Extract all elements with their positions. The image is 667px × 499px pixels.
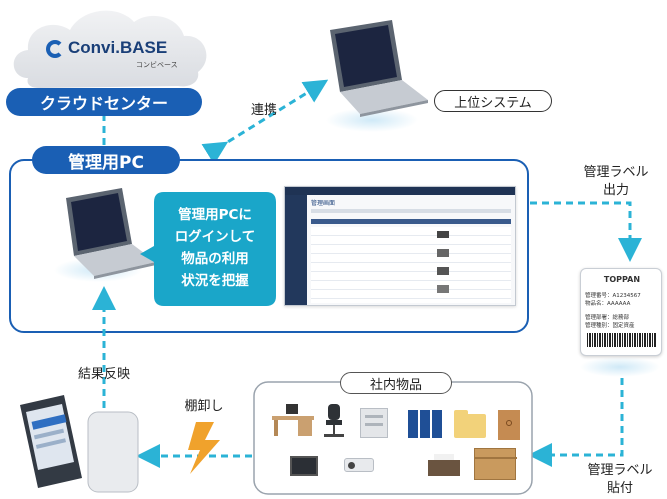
convibase-logo: Convi.BASE コンビベース bbox=[46, 36, 186, 72]
envelope-icon bbox=[498, 410, 520, 440]
label-output-line-2: 出力 bbox=[602, 182, 629, 198]
label-line-4: 管理種別：固定資産 bbox=[585, 323, 635, 329]
cloud-shape bbox=[13, 10, 207, 88]
tray-icon bbox=[428, 454, 460, 476]
desk-icon bbox=[272, 404, 314, 436]
binders-icon bbox=[408, 410, 442, 438]
stocktake-label: 棚卸し bbox=[184, 399, 224, 414]
stocktake-bolt-icon bbox=[188, 422, 220, 474]
callout-line-4: 状況を把握 bbox=[181, 273, 249, 289]
handheld-reader bbox=[20, 395, 139, 493]
management-screen: 管理画面 bbox=[284, 186, 516, 306]
label-line-3: 管理部署：総務部 bbox=[585, 315, 630, 321]
screen-table-rows bbox=[311, 227, 511, 303]
screen-thumb-3 bbox=[437, 267, 449, 275]
logo-mark-icon bbox=[46, 40, 64, 58]
callout-line-2: ログインして bbox=[174, 229, 256, 245]
laptop-admin-pc bbox=[66, 188, 156, 279]
screen-title: 管理画面 bbox=[311, 200, 336, 207]
label-barcode bbox=[587, 333, 657, 347]
label-line-2: 物品名：AAAAAA bbox=[585, 301, 631, 307]
screen-thumb-4 bbox=[437, 285, 449, 293]
label-attach-text: 管理ラベル 貼付 bbox=[582, 462, 658, 497]
label-output-line-1: 管理ラベル bbox=[583, 165, 649, 180]
screen-sidebar bbox=[285, 195, 307, 305]
connector-label-output bbox=[530, 201, 642, 262]
label-attach-line-2: 貼付 bbox=[606, 480, 633, 496]
tv-icon bbox=[290, 456, 318, 476]
screen-thumb-2 bbox=[437, 249, 449, 257]
screen-topbar bbox=[285, 187, 515, 195]
screen-toolbar bbox=[311, 209, 511, 213]
callout-line-3: 物品の利用 bbox=[181, 251, 249, 267]
connector-label-attach bbox=[528, 378, 624, 467]
result-label: 結果反映 bbox=[77, 367, 130, 382]
projector-icon bbox=[344, 458, 374, 472]
office-chair-icon bbox=[322, 404, 346, 438]
printer-icon bbox=[360, 408, 388, 438]
connector-link bbox=[201, 79, 329, 165]
link-label: 連携 bbox=[250, 103, 277, 118]
callout-bubble bbox=[140, 192, 276, 306]
folder-icon bbox=[454, 410, 486, 438]
management-label-card: TOPPAN 管理番号：A1234567 物品名：AAAAAA 管理部署：総務部… bbox=[580, 268, 662, 356]
admin-pc-node: 管理用PC bbox=[32, 146, 180, 174]
label-output-text: 管理ラベル 出力 bbox=[578, 164, 654, 199]
callout-text: 管理用PCに ログインして 物品の利用 状況を把握 bbox=[156, 204, 274, 292]
callout-line-1: 管理用PCに bbox=[178, 207, 252, 223]
label-brand: TOPPAN bbox=[603, 275, 641, 284]
label-line-1: 管理番号：A1234567 bbox=[585, 293, 641, 299]
inventory-node: 社内物品 bbox=[340, 372, 452, 394]
upper-system-node: 上位システム bbox=[434, 90, 552, 112]
screen-thumb-1 bbox=[437, 231, 449, 238]
laptop-upper-system bbox=[330, 20, 428, 117]
cardboard-box-icon bbox=[474, 448, 517, 480]
cloud-center-node: クラウドセンター bbox=[6, 88, 202, 116]
logo-sub: コンビベース bbox=[136, 61, 178, 69]
logo-name: Convi.BASE bbox=[68, 38, 168, 57]
screen-table-header bbox=[311, 219, 511, 224]
label-attach-line-1: 管理ラベル bbox=[587, 463, 653, 478]
